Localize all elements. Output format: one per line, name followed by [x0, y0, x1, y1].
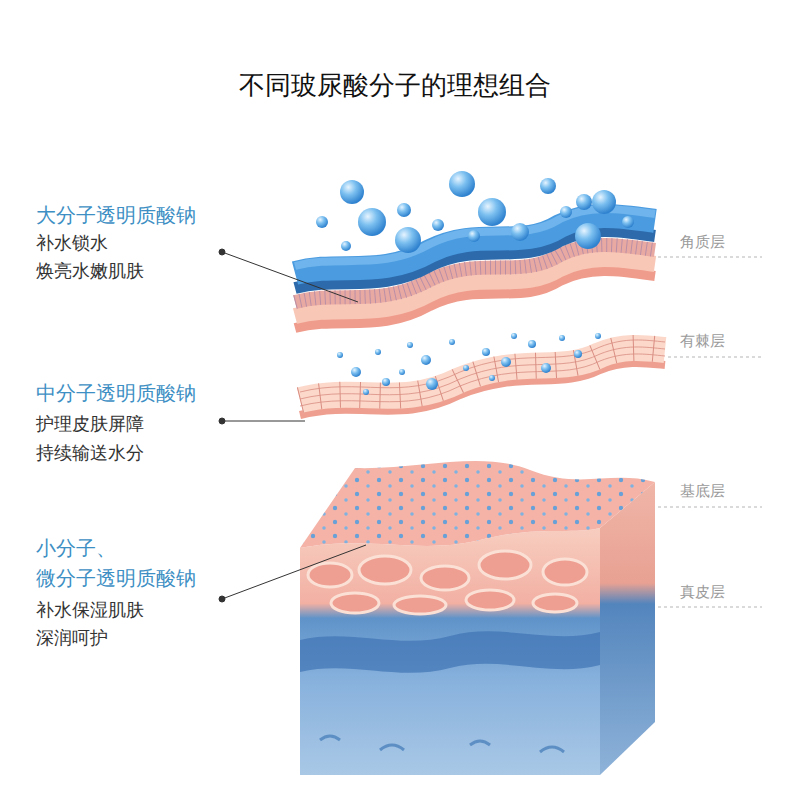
corneum-layer: [295, 209, 655, 328]
diagram-title: 不同玻尿酸分子的理想组合: [0, 70, 790, 101]
layer-name: 有棘层: [680, 332, 725, 350]
benefit-text: 补水锁水: [36, 232, 108, 254]
benefit-text: 深润呵护: [36, 627, 108, 649]
medium-molecules: [337, 333, 601, 395]
dermis-block: [300, 461, 655, 775]
molecule-heading: 微分子透明质酸钠: [36, 566, 196, 590]
leader-lines: [219, 249, 366, 602]
benefit-text: 补水保湿肌肤: [36, 599, 144, 621]
water-bubbles: [316, 171, 634, 253]
molecule-heading: 大分子透明质酸钠: [36, 203, 196, 227]
layer-name: 角质层: [680, 233, 725, 251]
benefit-text: 焕亮水嫩肌肤: [36, 260, 144, 282]
benefit-text: 持续输送水分: [36, 442, 144, 464]
molecule-heading: 小分子、: [36, 536, 116, 560]
layer-name: 基底层: [680, 482, 725, 500]
benefit-text: 护理皮肤屏障: [36, 413, 144, 435]
spinous-layer: [300, 340, 665, 415]
layer-markers: [658, 257, 762, 607]
molecule-heading: 中分子透明质酸钠: [36, 381, 196, 405]
layer-name: 真皮层: [680, 583, 725, 601]
